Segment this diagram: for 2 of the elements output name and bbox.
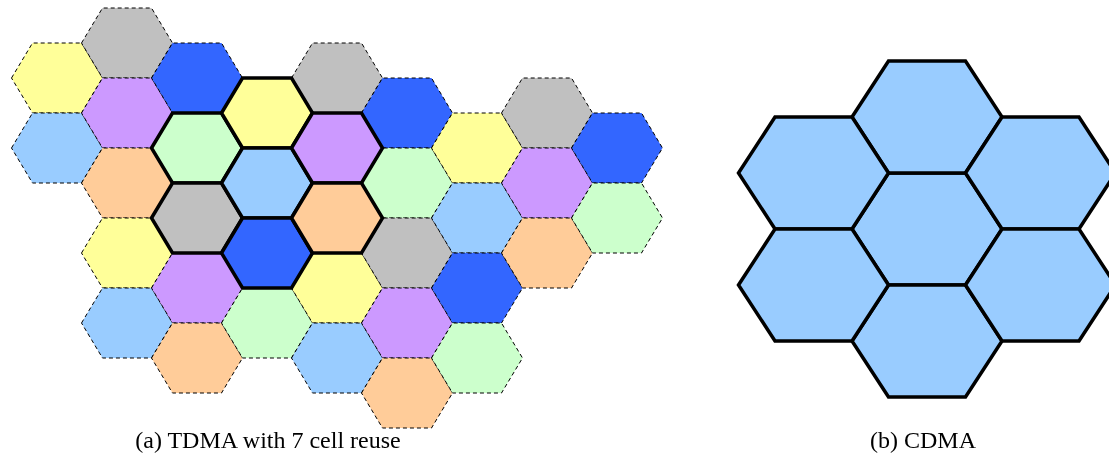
figure-caption: (a) TDMA with 7 cell reuse [135,426,401,454]
figure-caption: (b) CDMA [870,426,976,454]
